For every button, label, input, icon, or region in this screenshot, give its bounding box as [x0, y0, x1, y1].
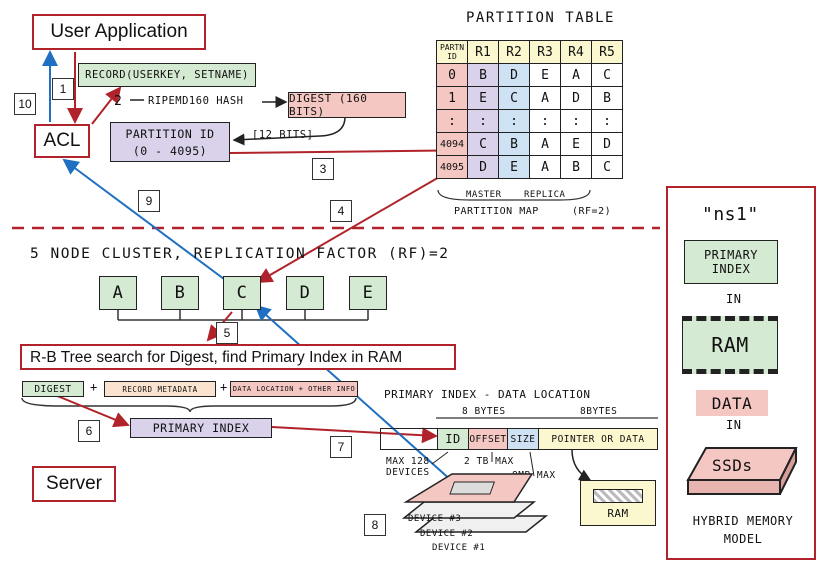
pt-header: R2	[498, 40, 530, 64]
hybrid-title-2: MODEL	[723, 532, 763, 546]
pt-header-row: PARTN ID R1 R2 R3 R4 R5	[436, 40, 623, 64]
in-label-1: IN	[726, 292, 742, 306]
user-application-box: User Application	[32, 14, 206, 50]
record-box: RECORD(USERKEY, SETNAME)	[78, 63, 256, 87]
pt-row: 4095 D E A B C	[436, 155, 623, 179]
step-5-badge: 5	[216, 322, 238, 344]
digest-tag: DIGEST	[22, 381, 84, 397]
arrow-9	[62, 158, 229, 283]
step-8-badge: 8	[364, 514, 386, 536]
step-7-badge: 7	[330, 436, 352, 458]
brace	[21, 397, 357, 413]
step-4-badge: 4	[330, 200, 352, 222]
arrow-7	[271, 426, 438, 444]
rb-tree-label: R-B Tree search for Digest, find Primary…	[30, 349, 403, 366]
node-d: D	[286, 276, 324, 310]
hybrid-memory-panel: "ns1" PRIMARY INDEX IN RAM DATA IN SSDs …	[666, 186, 816, 560]
partition-table-title: PARTITION TABLE	[466, 10, 615, 26]
pt-row: : : : : : :	[436, 109, 623, 133]
rb-tree-box: R-B Tree search for Digest, find Primary…	[20, 344, 456, 370]
mb-label: 8MB MAX	[512, 470, 556, 481]
pi-field-pointer: POINTER or DATA	[539, 429, 657, 449]
step-2-badge: 2	[114, 94, 123, 109]
bytes-label-2: 8BYTES	[578, 406, 620, 417]
hybrid-primary-index: PRIMARY INDEX	[684, 240, 778, 284]
step-9-badge: 9	[138, 190, 160, 212]
partition-map-label: PARTITION MAP	[454, 206, 539, 217]
rf-label: (RF=2)	[572, 206, 612, 217]
pt-header: R1	[467, 40, 499, 64]
pt-header: R5	[591, 40, 623, 64]
replica-label: REPLICA	[524, 190, 566, 200]
hybrid-ram-chip: RAM	[682, 316, 778, 374]
pt-header: R3	[529, 40, 561, 64]
ns-label: "ns1"	[702, 204, 759, 225]
data-location-tag: DATA LOCATION + OTHER INFO	[230, 381, 358, 397]
arrow-4	[256, 157, 473, 284]
record-metadata-tag: RECORD METADATA	[104, 381, 216, 397]
step-6-badge: 6	[78, 420, 100, 442]
step-1-badge: 1	[52, 78, 74, 100]
plus-2: +	[220, 380, 228, 394]
arrow-8	[254, 304, 463, 491]
node-c: C	[223, 276, 261, 310]
hash-label: RIPEMD160 HASH	[148, 95, 244, 107]
pi-field-size: SIZE	[508, 429, 539, 449]
master-label: MASTER	[466, 190, 502, 200]
pt-header: R4	[560, 40, 592, 64]
digest-box: DIGEST (160 BITS)	[288, 92, 406, 118]
ram-small-label: RAM	[607, 507, 629, 520]
node-a: A	[99, 276, 137, 310]
hybrid-title-1: HYBRID MEMORY	[692, 514, 794, 528]
arrow-6	[54, 394, 130, 428]
pi-field-offset: OFFSET	[469, 429, 508, 449]
tb-label: 2 TB MAX	[464, 456, 514, 467]
ram-chip-small: RAM	[580, 480, 656, 526]
partition-id-box: PARTITION ID (0 - 4095)	[110, 122, 230, 162]
acl-label: ACL	[43, 130, 81, 151]
pi-field-id: ID	[437, 429, 469, 449]
pi-title: PRIMARY INDEX - DATA LOCATION	[384, 388, 591, 401]
user-application-label: User Application	[50, 21, 188, 42]
pt-header: PARTN ID	[436, 40, 468, 64]
pt-row: 1 E C A D B	[436, 86, 623, 110]
device-1: DEVICE #1	[432, 543, 486, 553]
device-3: DEVICE #3	[408, 514, 462, 524]
ssd-icon	[686, 447, 798, 495]
pt-row: 0 B D E A C	[436, 63, 623, 87]
node-e: E	[349, 276, 387, 310]
in-label-2: IN	[726, 418, 742, 432]
bits-arrow	[232, 116, 346, 146]
device-stack	[401, 473, 549, 533]
bits-label: [12 BITS]	[252, 129, 314, 141]
partition-table: PARTN ID R1 R2 R3 R4 R5 0 B D E A C 1 E …	[436, 40, 623, 179]
step-10-badge: 10	[14, 93, 36, 115]
plus-1: +	[90, 380, 98, 394]
server-box: Server	[32, 466, 116, 502]
arrow-2	[91, 86, 122, 125]
node-b: B	[161, 276, 199, 310]
primary-index-box: PRIMARY INDEX	[130, 418, 272, 438]
max128-label: MAX 128 DEVICES	[386, 456, 430, 478]
bytes-label-1: 8 BYTES	[460, 406, 508, 417]
device-2: DEVICE #2	[420, 529, 474, 539]
pi-row: ID OFFSET SIZE POINTER or DATA	[380, 428, 658, 450]
server-label: Server	[46, 473, 102, 494]
cluster-title: 5 NODE CLUSTER, REPLICATION FACTOR (RF)=…	[30, 246, 450, 262]
step-3-badge: 3	[312, 158, 334, 180]
ssd-label: SSDs	[712, 456, 753, 475]
acl-box: ACL	[34, 124, 90, 158]
hybrid-data: DATA	[696, 390, 768, 416]
pt-row: 4094 C B A E D	[436, 132, 623, 156]
pointer-arrow	[571, 449, 592, 481]
